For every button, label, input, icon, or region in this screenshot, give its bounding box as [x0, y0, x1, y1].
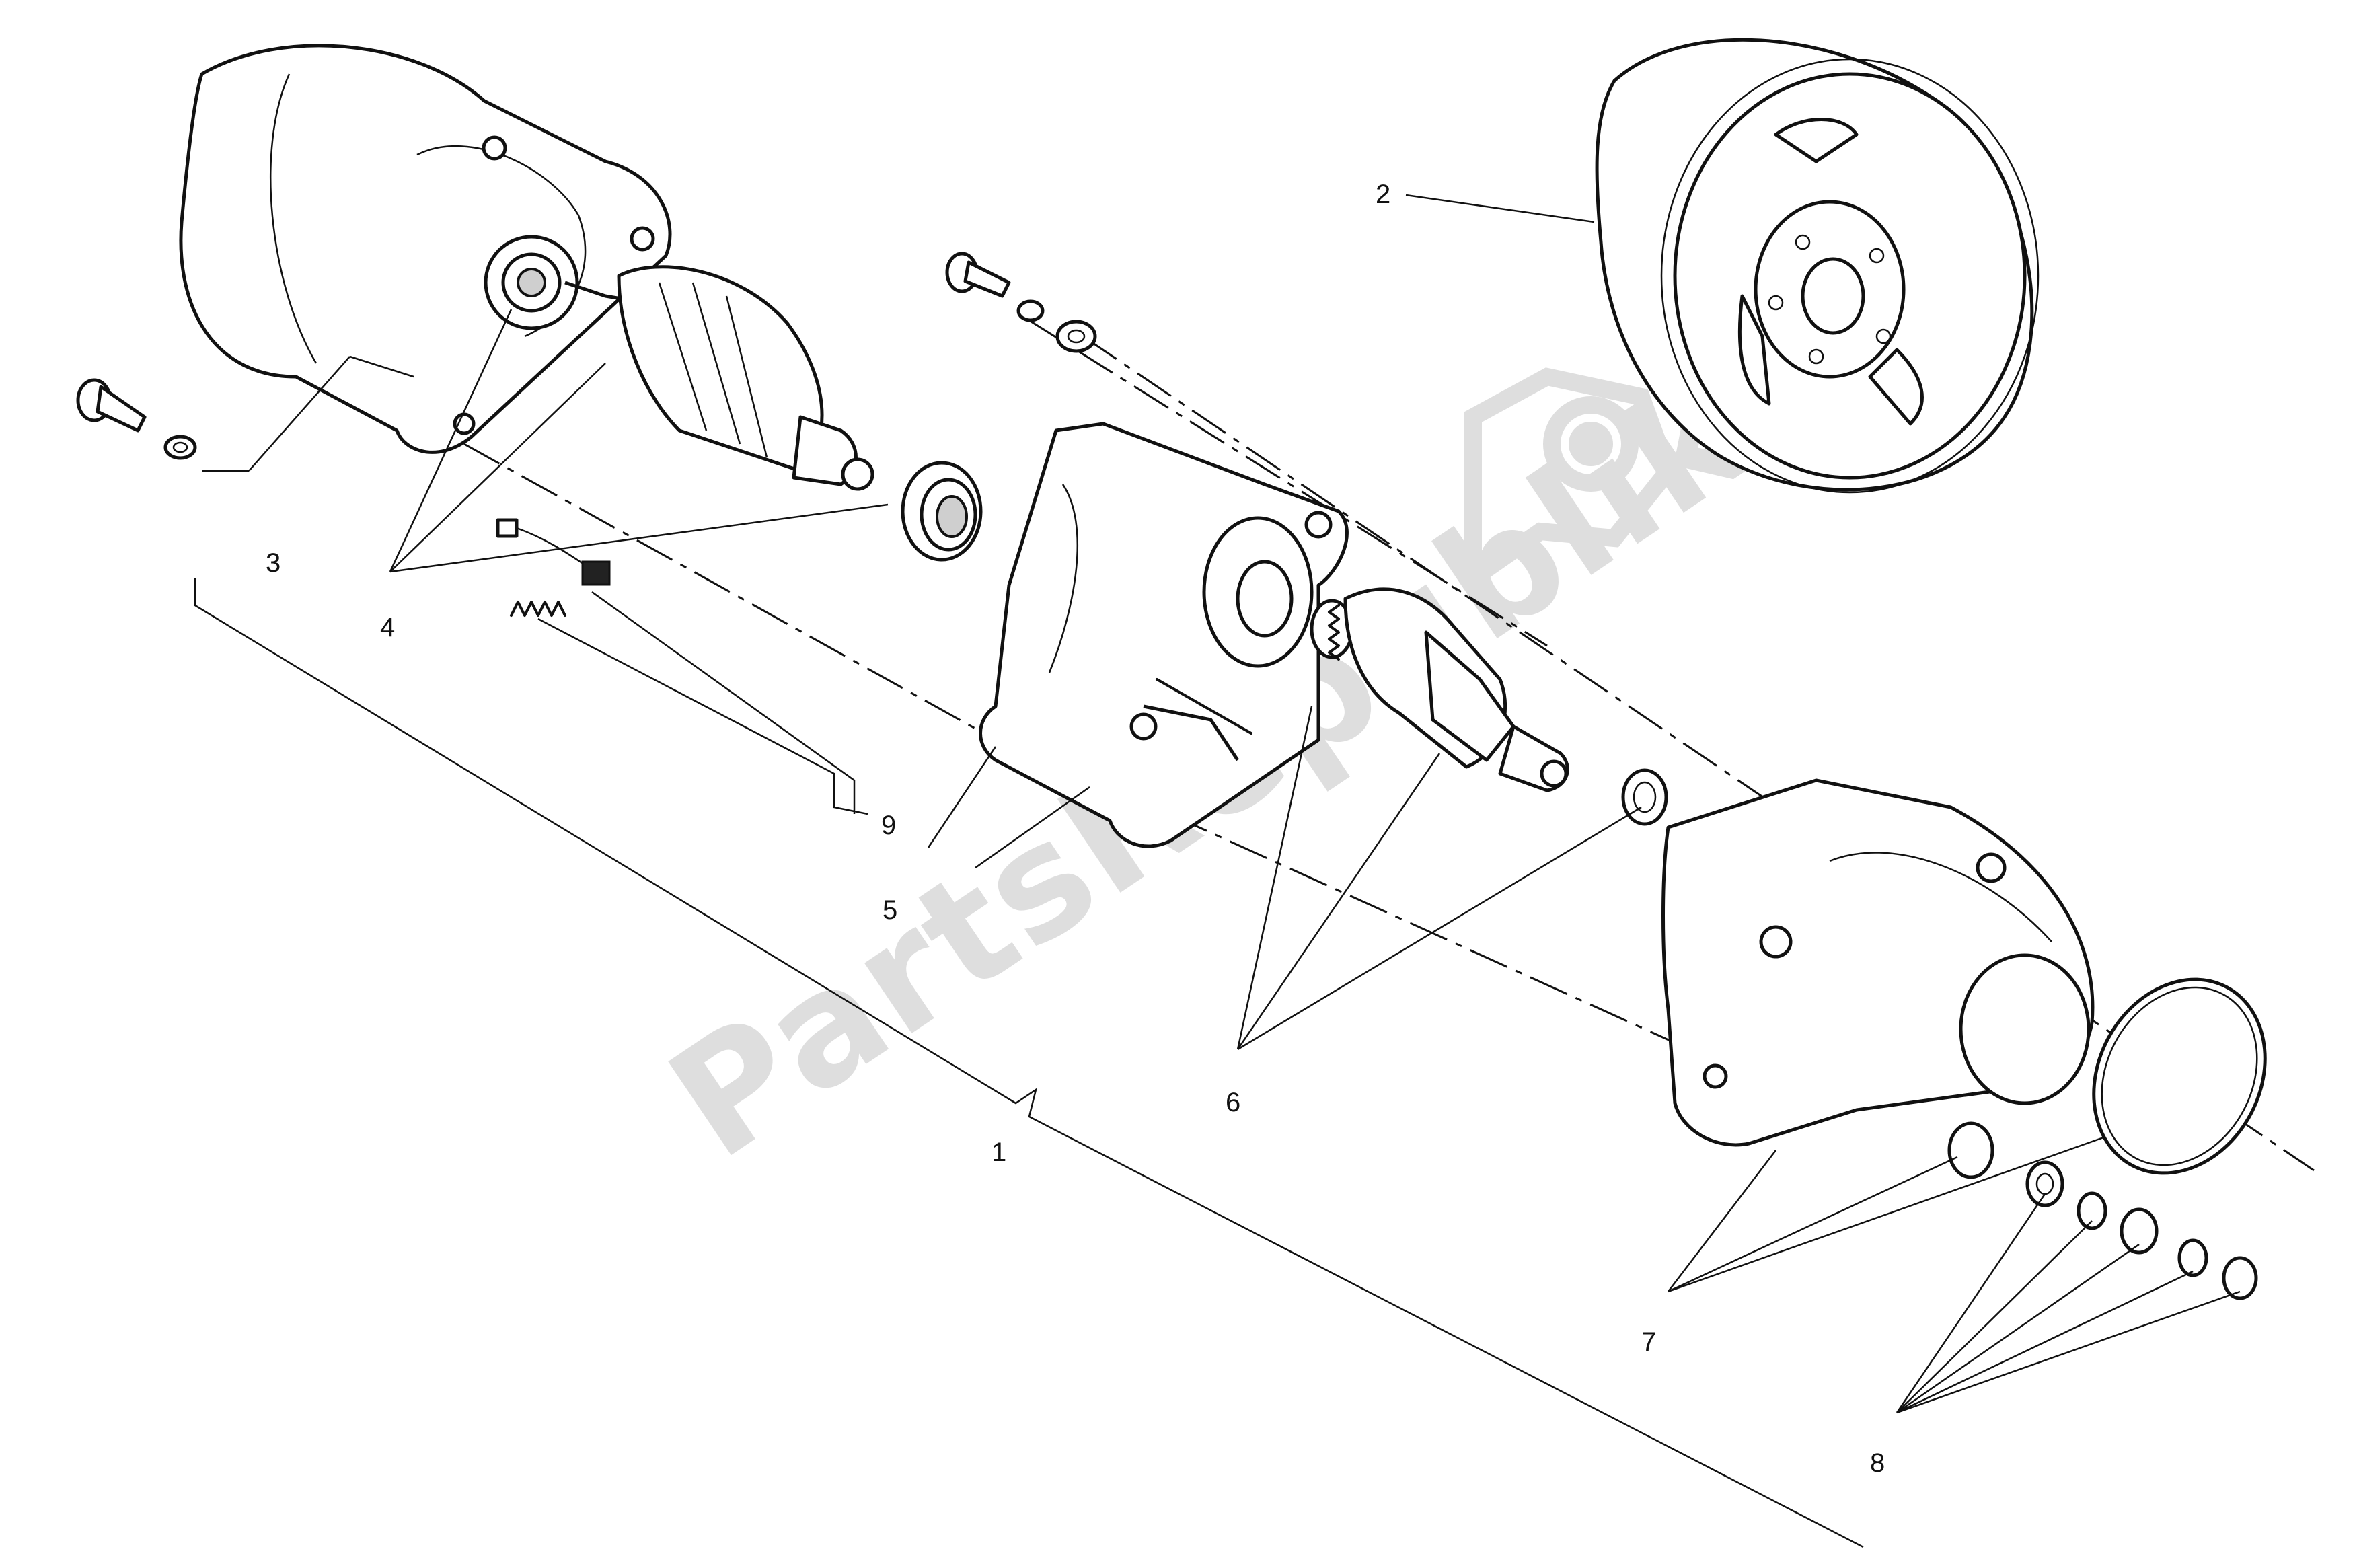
end-cover	[1661, 778, 2095, 1147]
motor-mounting-screw	[76, 378, 197, 460]
leader-lines	[194, 194, 2241, 1548]
watermark-logo	[1464, 367, 1678, 586]
callout-7: 7	[1641, 1327, 1656, 1357]
pinion-assembly	[1156, 587, 1668, 826]
callout-3: 3	[266, 548, 280, 578]
starter-motor-housing	[179, 44, 672, 454]
callout-1: 1	[992, 1137, 1006, 1167]
callouts: 2 3 4 9 5 6 1 7 8	[266, 180, 1885, 1478]
nuts-and-washers	[1947, 1121, 2258, 1300]
watermark-flag-shape	[1464, 367, 1678, 586]
o-ring	[2092, 977, 2267, 1175]
bearing	[901, 461, 983, 562]
armature	[564, 265, 874, 491]
intermediate-housing	[979, 422, 1349, 848]
cover-screw-and-washers	[945, 252, 1097, 353]
callout-9: 9	[881, 811, 896, 840]
watermark-gear-icon	[1543, 396, 1639, 492]
ring-gear	[1595, 38, 2040, 494]
watermark-gear-hub	[1569, 422, 1613, 466]
brush-and-spring	[496, 518, 611, 617]
callout-8: 8	[1870, 1448, 1885, 1478]
callout-5: 5	[883, 895, 897, 925]
callout-6: 6	[1226, 1088, 1240, 1117]
callout-2: 2	[1376, 180, 1390, 209]
callout-4: 4	[380, 613, 395, 642]
